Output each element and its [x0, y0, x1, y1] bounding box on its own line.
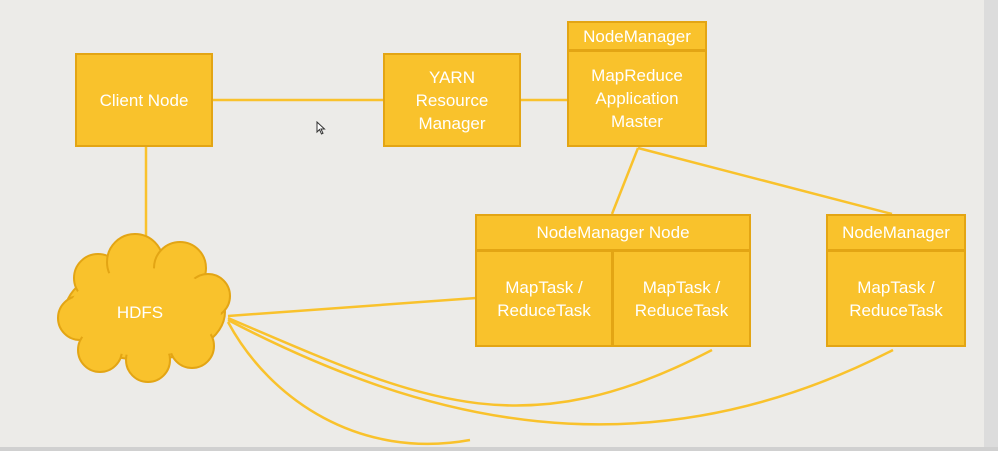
application-master-header: NodeManager [569, 23, 705, 49]
connector-hdfs-task-far [227, 318, 894, 426]
task-far-cell: MapTask / ReduceTask [828, 252, 964, 345]
client-node-label: Client Node [99, 90, 189, 110]
client-node-box: Client Node [75, 53, 213, 147]
window-edge-bottom [0, 447, 998, 451]
nodemanager-right-header: NodeManager [828, 216, 964, 249]
connector-hdfs-nmnode [227, 296, 477, 318]
connector-am-nmnode [610, 147, 640, 215]
nodemanager-node-header: NodeManager Node [477, 216, 749, 249]
application-master-body-label: MapReduce Application Master [591, 66, 683, 131]
nodemanager-node: NodeManager Node MapTask / ReduceTask Ma… [475, 214, 751, 347]
connector-am-nmright [637, 146, 893, 216]
task-right-cell: MapTask / ReduceTask [614, 252, 749, 345]
nodemanager-right: NodeManager MapTask / ReduceTask [826, 214, 966, 347]
mouse-pointer-icon [316, 121, 326, 135]
application-master-node: NodeManager MapReduce Application Master [567, 21, 707, 147]
connector-hdfs-task-right [227, 316, 713, 407]
application-master-body: MapReduce Application Master [569, 52, 705, 145]
yarn-resource-manager-box: YARN Resource Manager [383, 53, 521, 147]
yarn-resource-manager-label: YARN Resource Manager [415, 67, 489, 133]
nodemanager-node-header-label: NodeManager Node [536, 223, 690, 242]
hdfs-label: HDFS [116, 303, 164, 322]
task-right-label: MapTask / ReduceTask [634, 277, 729, 320]
window-edge-right [984, 0, 998, 451]
task-far-label: MapTask / ReduceTask [849, 277, 943, 320]
task-left-label: MapTask / ReduceTask [497, 277, 591, 320]
task-left-cell: MapTask / ReduceTask [477, 252, 611, 345]
application-master-header-label: NodeManager [583, 26, 691, 46]
nodemanager-right-header-label: NodeManager [842, 223, 950, 242]
connector-hdfs-loop [226, 321, 471, 446]
